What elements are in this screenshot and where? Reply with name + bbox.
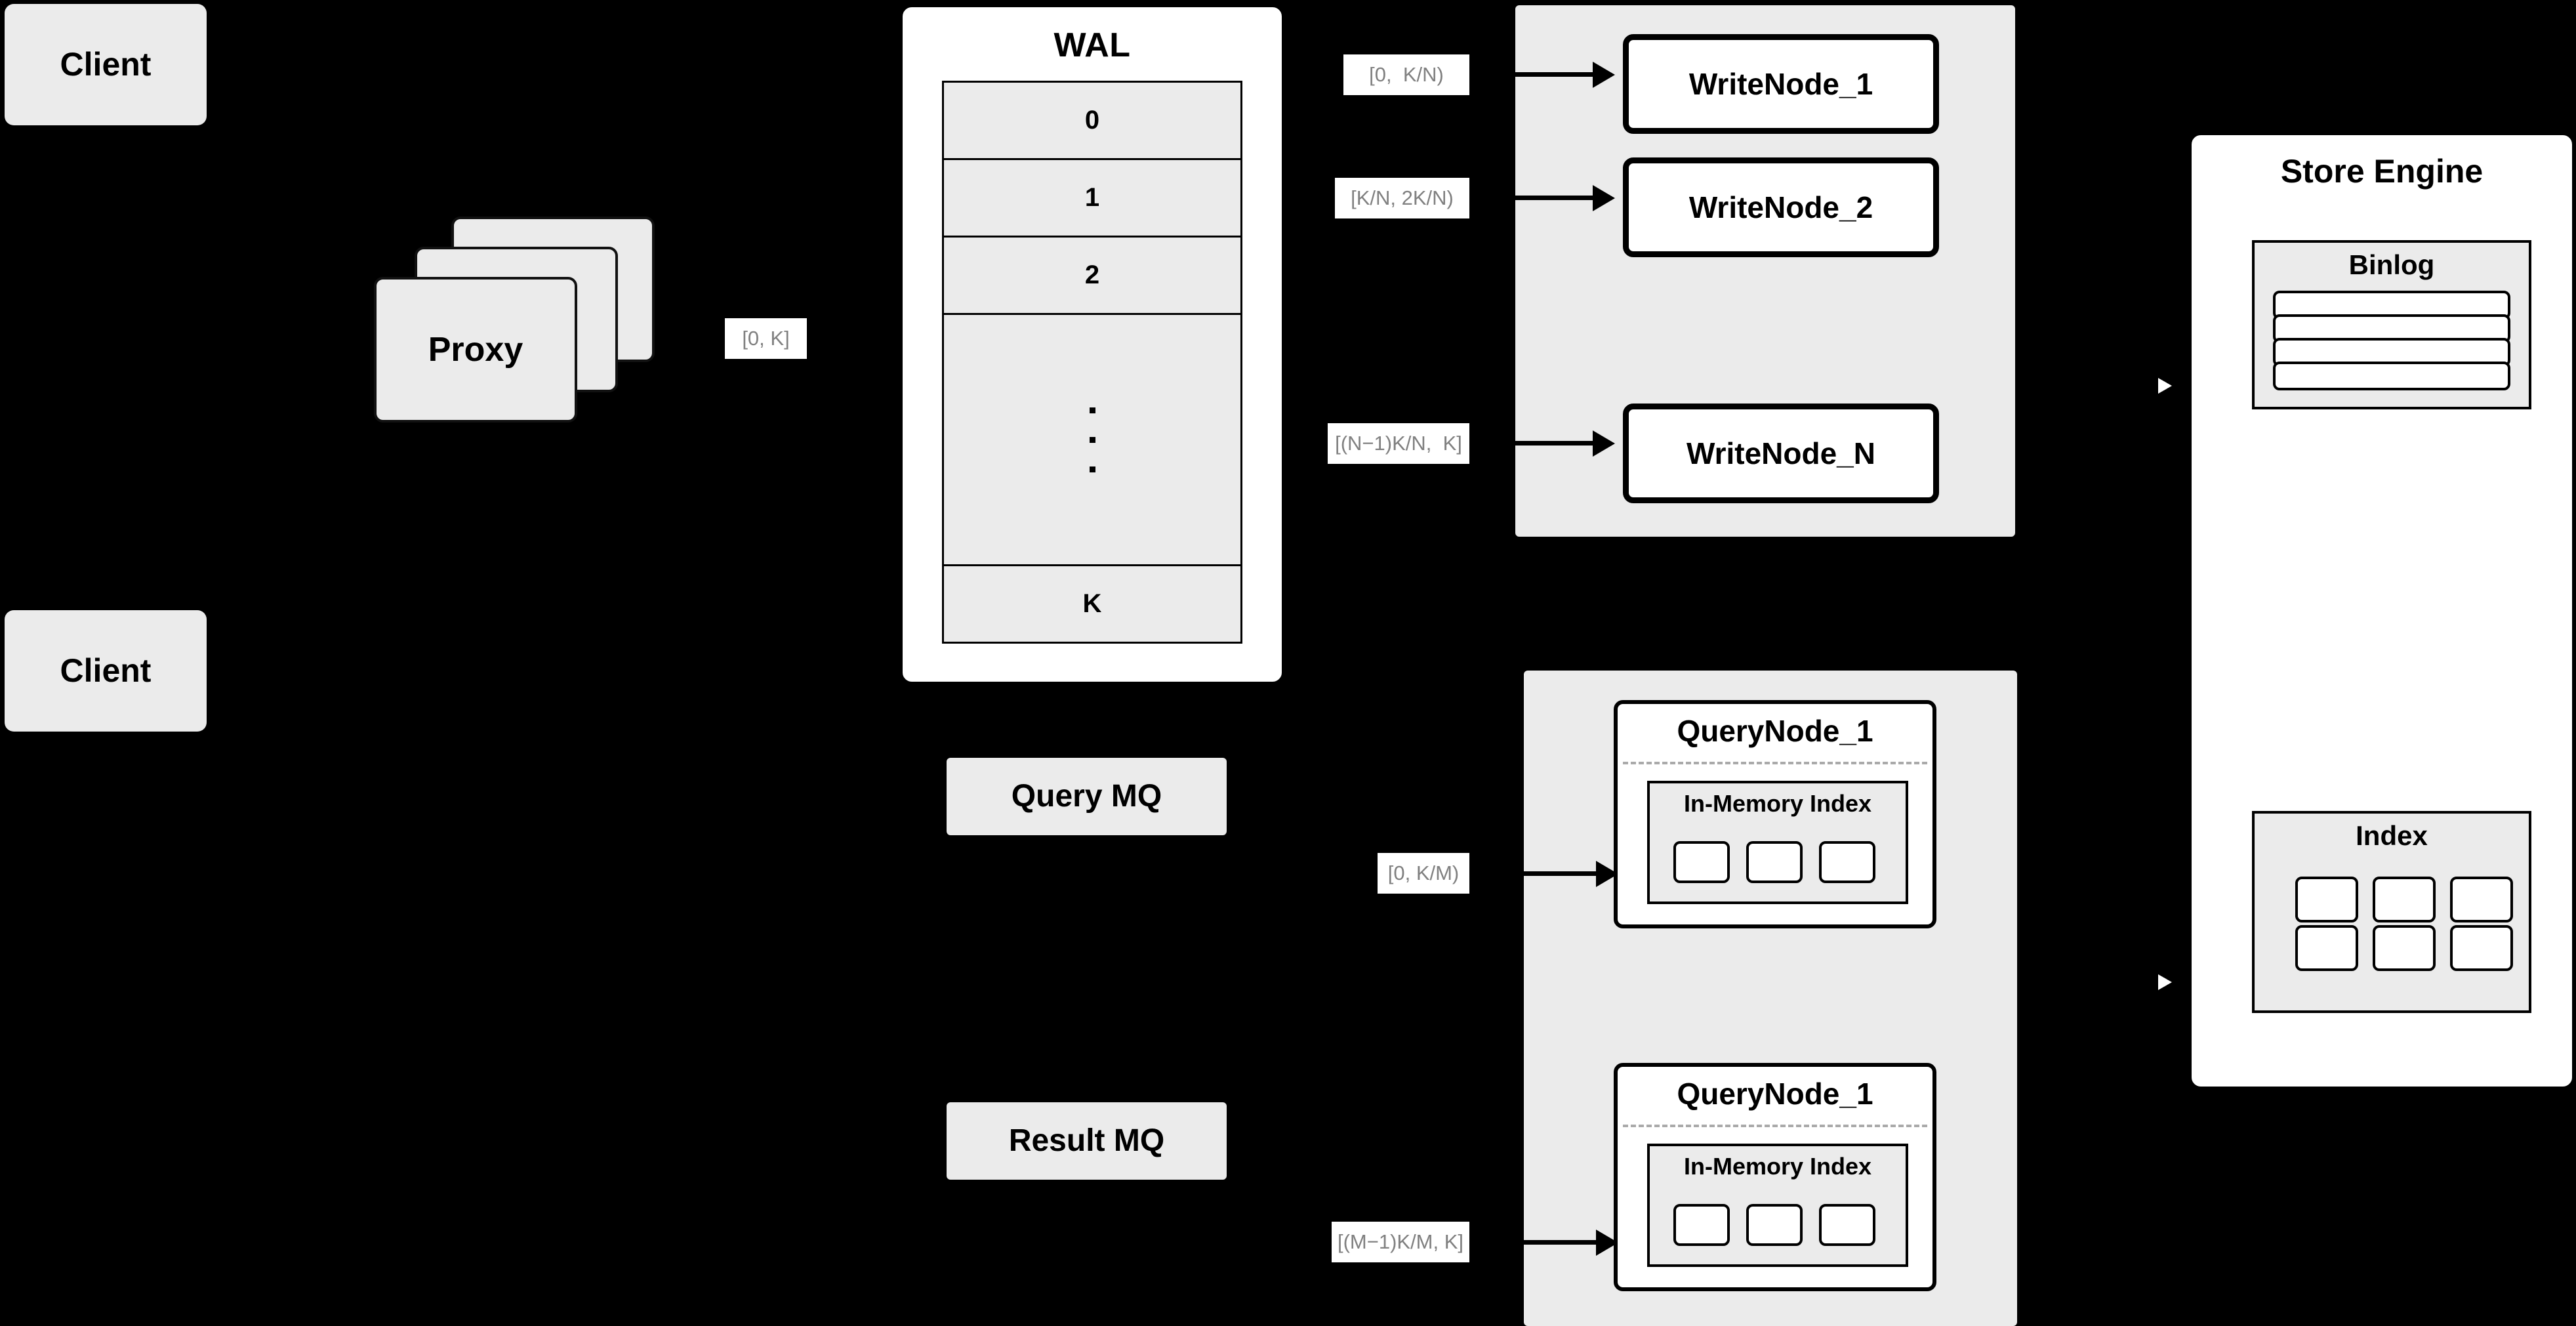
write-node-n-arrow-line [1475, 441, 1593, 445]
wal-table: 0 1 2 K [942, 81, 1242, 644]
binlog-title: Binlog [2348, 249, 2435, 280]
query-node-1-index-chip-3 [1819, 841, 1875, 883]
query-mq-label: Query MQ [1011, 778, 1162, 814]
query-node-2-index-chip-1 [1673, 1204, 1730, 1246]
client-node-2-label: Client [60, 652, 152, 690]
binlog-row-4 [2273, 362, 2510, 390]
write-node-1-label: WriteNode_1 [1688, 67, 1873, 101]
store-engine-card: Store Engine Binlog Index [2188, 131, 2576, 1090]
query-node-1-separator [1623, 762, 1927, 764]
wal-row-k: K [944, 566, 1240, 642]
index-inbound-arrow-line [2120, 956, 2161, 959]
write-node-1-interval-label: [0, K/N) [1343, 54, 1469, 95]
write-node-n-label: WriteNode_N [1687, 436, 1875, 470]
binlog-inbound-arrow-line [2120, 384, 2161, 388]
query-node-1-mem-index-title: In-Memory Index [1683, 790, 1872, 817]
query-node-2[interactable]: QueryNode_1 In-Memory Index [1614, 1063, 1936, 1291]
query-node-1-title: QueryNode_1 [1677, 714, 1873, 748]
index-box: Index [2252, 811, 2531, 1013]
query-node-group-ellipsis [1769, 938, 1795, 1024]
write-node-group-ellipsis [1771, 276, 1797, 361]
binlog-inbound-arrow-head [2158, 373, 2182, 398]
client-node-1[interactable]: Client [5, 4, 207, 125]
client-node-1-label: Client [60, 46, 152, 83]
write-node-1[interactable]: WriteNode_1 [1623, 34, 1939, 134]
query-node-1-index-chip-1 [1673, 841, 1730, 883]
write-node-2-arrow-head [1593, 185, 1615, 211]
index-inbound-arrow-head [2158, 970, 2182, 995]
query-node-2-separator [1623, 1125, 1927, 1127]
index-chip-1 [2295, 877, 2358, 922]
query-node-1-interval-label: [0, K/M) [1378, 853, 1469, 894]
write-node-n-arrow-head [1593, 430, 1615, 457]
query-node-2-mem-index-title: In-Memory Index [1683, 1153, 1872, 1180]
query-node-2-arrow-line [1475, 1240, 1596, 1245]
wal-row-0: 0 [944, 83, 1240, 160]
query-node-1[interactable]: QueryNode_1 In-Memory Index [1614, 700, 1936, 928]
query-node-1-arrow-line [1475, 871, 1596, 876]
query-node-1-mem-index: In-Memory Index [1647, 781, 1908, 904]
write-node-n[interactable]: WriteNode_N [1623, 404, 1939, 503]
write-node-1-arrow-head [1593, 62, 1615, 88]
write-node-2[interactable]: WriteNode_2 [1623, 157, 1939, 257]
wal-row-1: 1 [944, 160, 1240, 238]
proxy-interval-label: [0, K] [725, 318, 807, 359]
query-mq-node[interactable]: Query MQ [947, 758, 1227, 835]
query-node-2-index-chip-2 [1746, 1204, 1803, 1246]
query-node-2-index-chip-3 [1819, 1204, 1875, 1246]
query-node-2-title: QueryNode_1 [1677, 1077, 1873, 1111]
index-chip-5 [2373, 925, 2436, 971]
write-node-2-label: WriteNode_2 [1688, 190, 1873, 224]
wal-row-2: 2 [944, 238, 1240, 315]
wal-row-ellipsis [944, 315, 1240, 566]
result-mq-label: Result MQ [1008, 1123, 1165, 1158]
write-node-2-interval-label: [K/N, 2K/N) [1335, 178, 1469, 218]
index-chip-6 [2450, 925, 2513, 971]
binlog-box: Binlog [2252, 240, 2531, 409]
proxy-node[interactable]: Proxy [374, 277, 577, 423]
proxy-to-wal-line [656, 341, 681, 344]
result-mq-node[interactable]: Result MQ [947, 1102, 1227, 1180]
wal-card: WAL 0 1 2 K [899, 3, 1286, 686]
proxy-stack[interactable]: Proxy [374, 217, 676, 426]
query-node-2-mem-index: In-Memory Index [1647, 1144, 1908, 1267]
proxy-node-label: Proxy [428, 330, 523, 369]
write-node-2-arrow-line [1475, 196, 1593, 200]
store-engine-title: Store Engine [2280, 153, 2484, 190]
index-chip-4 [2295, 925, 2358, 971]
wal-title: WAL [1053, 26, 1131, 64]
write-node-n-interval-label: [(N−1)K/N, K] [1328, 423, 1469, 464]
write-node-1-arrow-line [1475, 72, 1593, 77]
index-chip-3 [2450, 877, 2513, 922]
client-node-2[interactable]: Client [5, 610, 207, 732]
query-node-2-interval-label: [(M−1)K/M, K] [1332, 1222, 1469, 1262]
index-title: Index [2356, 820, 2428, 851]
query-node-1-index-chip-2 [1746, 841, 1803, 883]
index-chip-2 [2373, 877, 2436, 922]
